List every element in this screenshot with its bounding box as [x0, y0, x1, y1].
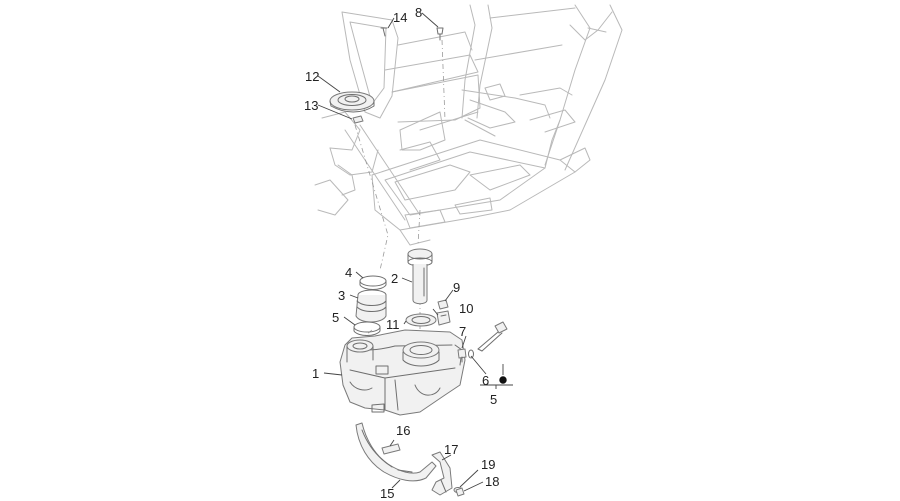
part-3-filler-hose	[355, 289, 387, 323]
callout-2: 2	[391, 271, 398, 286]
callout-7: 7	[459, 324, 466, 339]
part-13-clip	[352, 115, 364, 124]
callout-14: 14	[393, 10, 407, 25]
part-10-bracket	[436, 310, 451, 326]
part-12-filler-ring	[329, 91, 375, 113]
part-5-hose-clamp	[353, 321, 381, 336]
callout-5-lower: 5	[490, 392, 497, 407]
callout-15: 15	[380, 486, 394, 501]
callout-5-upper: 5	[332, 310, 339, 325]
callout-6: 6	[482, 373, 489, 388]
callout-4: 4	[345, 265, 352, 280]
part-11-seal-ring	[405, 313, 437, 327]
callout-10: 10	[459, 301, 473, 316]
part-14-pin	[380, 27, 388, 37]
part-9-clip	[437, 299, 449, 310]
part-6-washer	[468, 349, 474, 359]
part-18-screw	[455, 487, 465, 497]
callout-labels: 14 8 12 13 4 2 9 3 10 5 11 7 1 6 5 16 17…	[304, 5, 499, 501]
callout-16: 16	[396, 423, 410, 438]
callout-18: 18	[485, 474, 499, 489]
leader-lines	[317, 12, 513, 492]
callout-19: 19	[481, 457, 495, 472]
callout-9: 9	[453, 280, 460, 295]
part-1-fuel-tank	[339, 329, 466, 416]
part-2-fuel-pump	[407, 248, 433, 305]
callout-1: 1	[312, 366, 319, 381]
part-5b-nut	[499, 376, 507, 384]
callout-3: 3	[338, 288, 345, 303]
callout-13: 13	[304, 98, 318, 113]
callout-11: 11	[386, 317, 400, 332]
callout-12: 12	[305, 69, 319, 84]
part-7-bolt	[457, 348, 467, 363]
scooter-frame	[314, 4, 623, 246]
callout-17: 17	[444, 442, 458, 457]
part-15-tank-strap	[355, 422, 437, 482]
part-16-pad	[381, 443, 401, 455]
callout-8: 8	[415, 5, 422, 20]
part-4-hose-clamp	[359, 275, 387, 290]
part-8-screw	[436, 27, 444, 41]
part-17-bracket	[431, 451, 453, 496]
part-6-long-bolt	[477, 321, 508, 352]
